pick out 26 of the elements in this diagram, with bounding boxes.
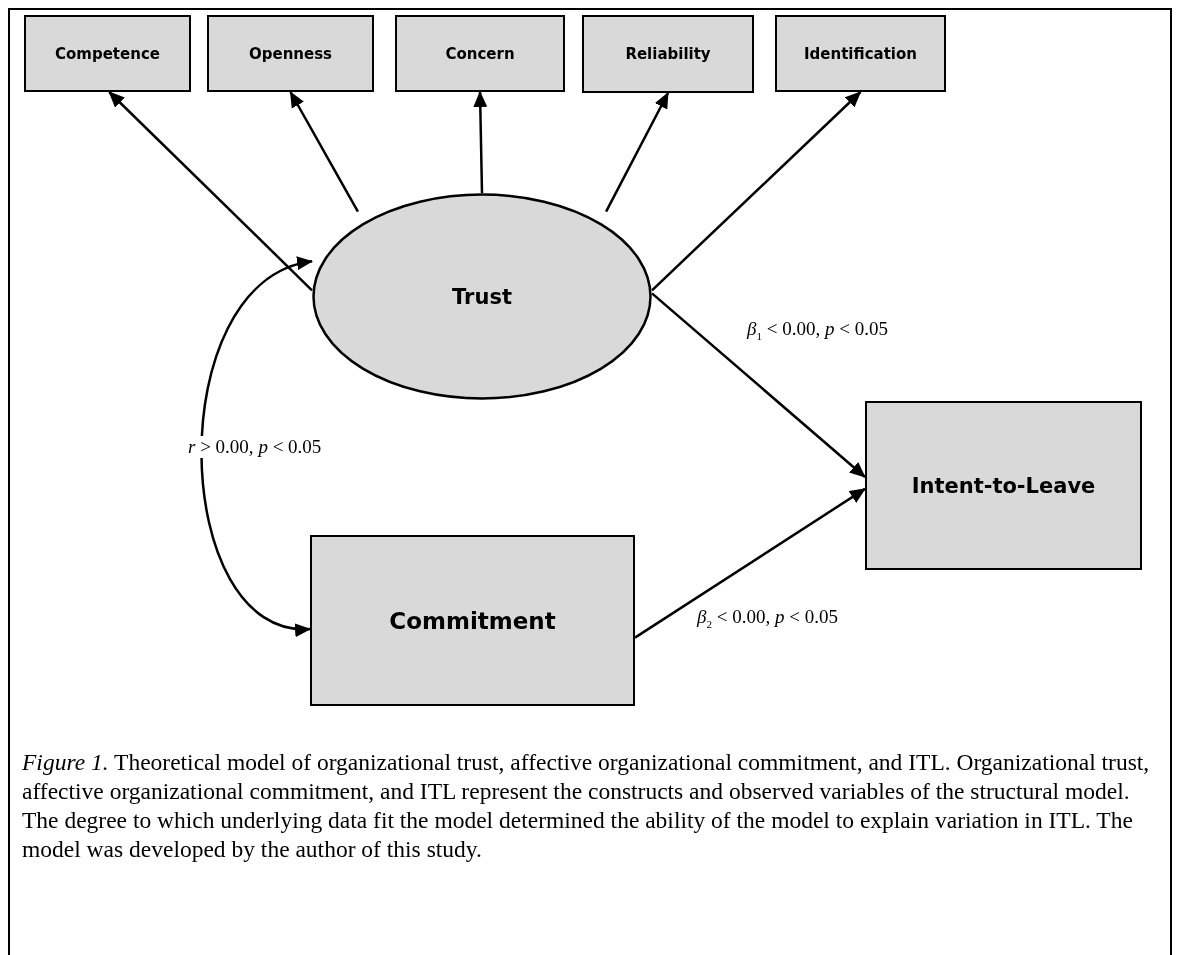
node-label: Intent-to-Leave <box>911 473 1096 498</box>
arrow <box>651 91 862 292</box>
node-label: Concern <box>445 44 515 63</box>
variable-box <box>865 401 1142 570</box>
edge-label: r > 0.00, p < 0.05 <box>186 436 324 458</box>
node-label: Identification <box>804 44 917 63</box>
arrow <box>651 292 866 478</box>
node-label: Reliability <box>625 45 711 63</box>
variable-box <box>582 15 754 93</box>
construct-ellipse <box>312 193 652 400</box>
node-label: Trust <box>452 284 512 309</box>
node-label: Commitment <box>389 607 556 634</box>
variable-box <box>775 15 946 92</box>
node-label: Openness <box>248 44 333 63</box>
arrow <box>473 91 488 194</box>
figure-caption: Figure 1. Theoretical model of organizational trust, affective organizational commitment, and ITL. Organizational trust, affective organizational commitment, and ITL represent the constructs and observed variables of the structural model. The degree to which underlying data fit the model determined the ability of the model to explain variation in ITL. The model was developed by the author of this study. <box>22 748 1151 864</box>
arrow <box>634 487 866 639</box>
curved-arrow <box>200 259 313 634</box>
node-label: Competence <box>55 44 160 63</box>
arrow <box>289 91 359 213</box>
arrow <box>108 91 313 292</box>
variable-box <box>24 15 191 92</box>
variable-box <box>395 15 565 92</box>
arrow <box>605 92 670 213</box>
variable-box <box>207 15 374 92</box>
variable-box <box>310 535 635 706</box>
